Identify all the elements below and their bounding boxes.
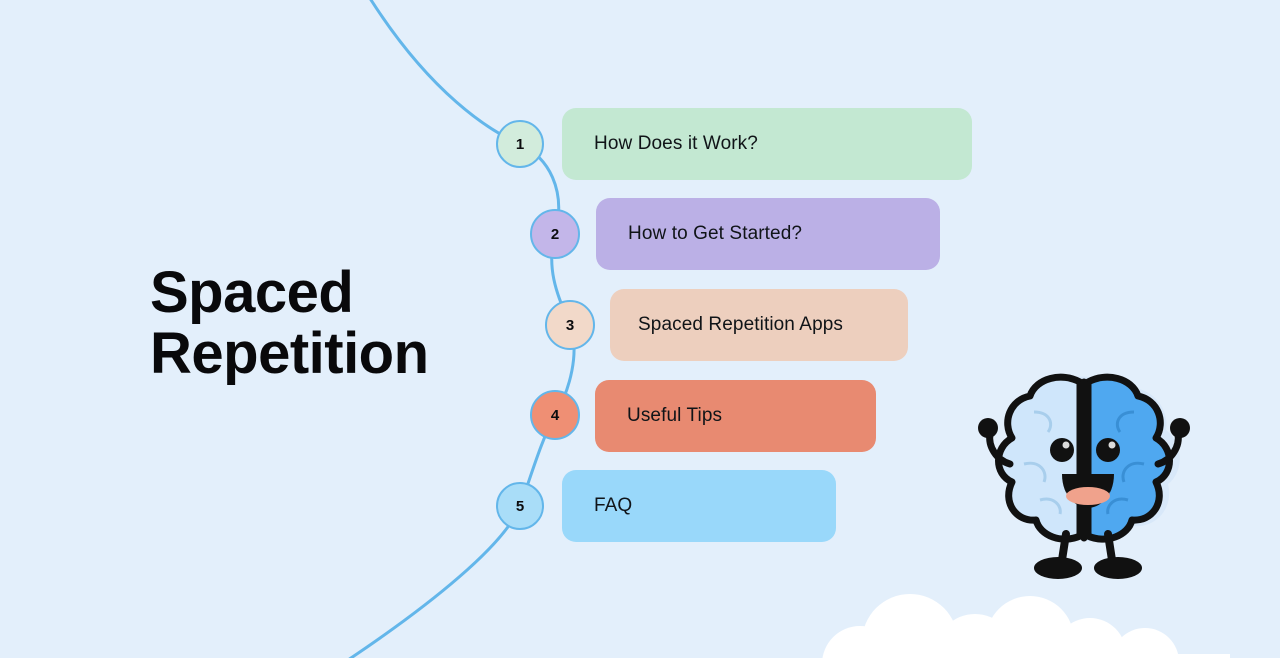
brain-left-eye-glint	[1062, 441, 1070, 449]
step-number: 5	[515, 497, 525, 515]
brain-tongue-fill	[1066, 487, 1110, 505]
step-label: Spaced Repetition Apps	[638, 314, 844, 335]
brain-folds-right	[1106, 410, 1145, 515]
step-bar-3[interactable]: Spaced Repetition Apps	[610, 289, 908, 361]
step-bar-2[interactable]: How to Get Started?	[596, 198, 940, 270]
step-bar-4[interactable]: Useful Tips	[595, 380, 876, 452]
brain-right-foot	[1094, 557, 1142, 579]
step-number-badge-1[interactable]: 1	[496, 120, 544, 168]
step-bar-1[interactable]: How Does it Work?	[562, 108, 972, 180]
brain-right-eye	[1096, 438, 1120, 462]
step-number: 3	[565, 316, 575, 334]
brain-right-fist	[1170, 418, 1190, 438]
step-number: 1	[515, 135, 525, 153]
step-label: How Does it Work?	[594, 133, 758, 154]
brain-character	[978, 373, 1190, 579]
step-number: 4	[550, 406, 560, 424]
step-number-badge-5[interactable]: 5	[496, 482, 544, 530]
step-number: 2	[550, 225, 560, 243]
step-number-badge-4[interactable]: 4	[530, 390, 580, 440]
page-title: Spaced Repetition	[150, 260, 429, 387]
brain-left-eye	[1050, 438, 1074, 462]
brain-legs	[1058, 530, 1116, 564]
step-label: How to Get Started?	[628, 223, 803, 244]
step-bar-5[interactable]: FAQ	[562, 470, 836, 542]
step-number-badge-2[interactable]: 2	[530, 209, 580, 259]
brain-folds	[1023, 410, 1062, 515]
step-number-badge-3[interactable]: 3	[545, 300, 595, 350]
brain-left-foot	[1034, 557, 1082, 579]
step-label: Useful Tips	[627, 405, 723, 426]
brain-left-fist	[978, 418, 998, 438]
step-label: FAQ	[594, 495, 633, 516]
brain-right-eye-glint	[1108, 441, 1116, 449]
brain-left-half	[995, 373, 1084, 543]
cloud-decoration	[822, 594, 1230, 658]
